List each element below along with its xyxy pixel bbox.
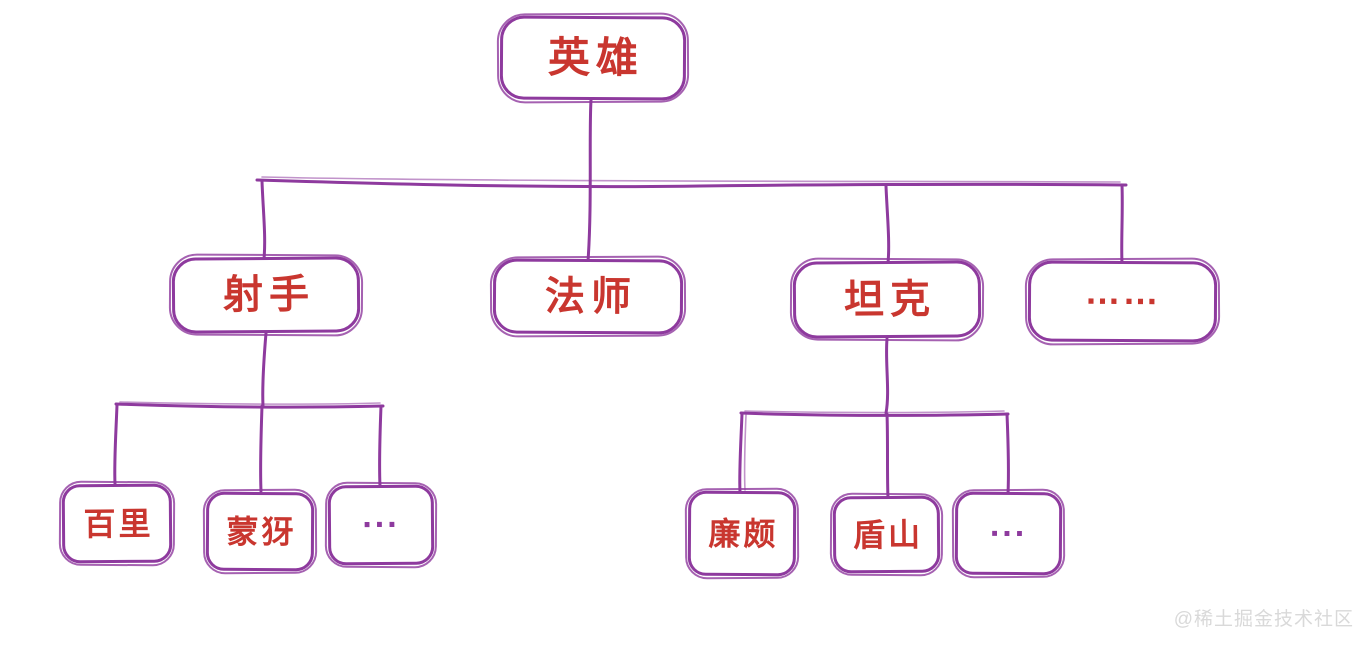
connector-tank-rail <box>739 411 1010 417</box>
watermark: @稀土掘金技术社区 <box>1173 609 1354 630</box>
connector-rail-to-dots-right <box>1005 412 1010 496</box>
node-mage: 法师 <box>492 258 684 335</box>
node-more-marksman: ... <box>327 484 435 566</box>
connector-tank-vertical <box>884 337 890 415</box>
node-mage-label: 法师 <box>544 274 638 319</box>
connector-rail-to-tank <box>884 184 891 265</box>
node-lianpo-label: 廉颇 <box>708 515 779 552</box>
node-mengya-label: 蒙犽 <box>226 513 297 550</box>
connector-main-rail <box>255 178 1128 189</box>
connector-rail-to-dunshan <box>885 412 890 500</box>
node-tank-label: 坦克 <box>843 277 937 322</box>
connector-marksman-vertical <box>261 331 268 408</box>
connector-marksman-rail <box>114 402 385 409</box>
node-baili: 百里 <box>61 483 173 564</box>
connector-rail-to-baili <box>113 403 119 486</box>
node-more-tank-label: ... <box>989 505 1028 544</box>
connector-rail-to-lianpo-overdraw <box>743 414 747 491</box>
node-dunshan-label: 盾山 <box>852 516 924 553</box>
node-marksman-label: 射手 <box>222 272 316 318</box>
connector-rail-to-marksman <box>260 179 267 261</box>
connector-rail-to-dots-left <box>378 404 383 488</box>
connector-tank-rail-overdraw <box>744 410 1005 414</box>
node-more-tank: ... <box>954 491 1063 576</box>
node-tank: 坦克 <box>792 260 982 339</box>
connector-main-rail-overdraw <box>261 176 1121 183</box>
node-more-marksman-label: ... <box>362 496 400 536</box>
connector-root-to-mage <box>586 98 593 263</box>
node-baili-label: 百里 <box>83 505 154 542</box>
node-mengya: 蒙犽 <box>205 491 315 572</box>
node-lianpo: 廉颇 <box>687 490 797 577</box>
node-hero-label: 英雄 <box>547 33 645 82</box>
connector-rail-to-mengya <box>259 404 264 493</box>
connector-marksman-rail-overdraw <box>119 401 381 405</box>
node-more-categories: …… <box>1027 260 1218 343</box>
connector-rail-to-ellipsis <box>1120 183 1124 265</box>
connector-rail-to-lianpo <box>738 412 744 494</box>
node-more-categories-label: …… <box>1084 270 1161 312</box>
node-marksman: 射手 <box>171 256 361 334</box>
node-hero: 英雄 <box>499 15 687 101</box>
node-dunshan: 盾山 <box>832 495 941 574</box>
